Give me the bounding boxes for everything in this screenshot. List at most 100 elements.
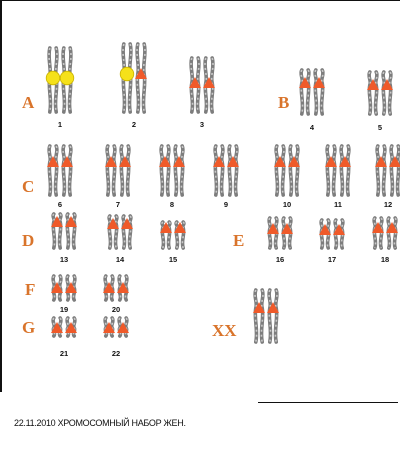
chromosome — [51, 316, 63, 338]
centromere-marker — [160, 222, 172, 233]
centromere-satellite — [45, 70, 61, 86]
chromatid-bands — [268, 289, 272, 343]
chromosome — [339, 144, 351, 197]
chromosome — [65, 212, 77, 250]
chromosome — [203, 56, 215, 114]
chromosome — [367, 70, 379, 116]
chromosome-number: 7 — [116, 200, 120, 209]
chromosome-number: 11 — [334, 200, 342, 209]
chromosome — [61, 144, 73, 197]
chromosome-number: 22 — [112, 349, 120, 358]
centromere-marker — [253, 302, 265, 313]
centromere-marker — [313, 77, 325, 88]
chromatid — [174, 220, 180, 250]
centromere-marker — [174, 222, 186, 233]
centromere-marker — [65, 322, 77, 333]
chromosome-number: 14 — [116, 255, 125, 264]
centromere-marker — [381, 79, 393, 90]
group-letter-f: F — [25, 280, 35, 299]
centromere-marker — [121, 218, 133, 229]
group-letter-d: D — [22, 231, 34, 250]
centromere-marker — [274, 156, 286, 167]
chromosome — [121, 214, 133, 250]
centromere-marker — [325, 156, 337, 167]
chromatid-bands — [104, 275, 108, 301]
chromosome — [389, 144, 400, 197]
chromosome — [65, 274, 77, 302]
chromosome — [160, 220, 172, 250]
centromere-marker — [47, 156, 59, 167]
centromere-marker — [51, 282, 63, 293]
centromere-marker — [281, 223, 293, 234]
centromere-marker — [105, 156, 117, 167]
centromere-marker — [213, 156, 225, 167]
chromatid-bands — [260, 289, 264, 343]
centromere-marker — [103, 322, 115, 333]
top-border — [0, 0, 400, 1]
chromosome — [174, 220, 186, 250]
chromatid — [166, 220, 172, 250]
centromere-marker — [372, 222, 384, 233]
chromosome-number: 13 — [60, 255, 68, 264]
centromere-marker — [339, 156, 351, 167]
chromosome — [45, 46, 61, 114]
group-letter-e: E — [233, 231, 244, 250]
chromatid-bands — [110, 275, 114, 301]
chromosome-number: 18 — [381, 255, 389, 264]
chromosome — [59, 46, 75, 114]
centromere-marker — [103, 282, 115, 293]
centromere-marker — [51, 216, 63, 227]
chromosome-number: 15 — [169, 255, 177, 264]
chromosome-number: 9 — [224, 200, 228, 209]
centromere-marker — [389, 156, 400, 167]
chromosome — [117, 274, 129, 302]
group-letter-xx: XX — [212, 321, 237, 340]
chromosome — [281, 216, 293, 250]
chromosome — [313, 68, 325, 116]
chromosome-number: 21 — [60, 349, 68, 358]
centromere-marker — [367, 79, 379, 90]
chromosome — [105, 144, 117, 197]
chromosome — [333, 218, 345, 250]
chromosome-number: 5 — [378, 123, 382, 132]
chromosome — [274, 144, 286, 197]
chromosome — [288, 144, 300, 197]
chromosome — [103, 316, 115, 338]
chromosome — [51, 212, 63, 250]
chromatid-bands — [52, 275, 56, 301]
chromatid-bands — [274, 289, 278, 343]
chromosome — [213, 144, 225, 197]
centromere-marker — [117, 282, 129, 293]
chromatid-bands — [128, 215, 132, 249]
centromere-marker — [117, 322, 129, 333]
chromatid-bands — [52, 213, 56, 249]
centromere-marker — [203, 77, 215, 88]
group-letter-b: B — [278, 93, 289, 112]
chromatid-bands — [254, 289, 258, 343]
centromere-marker — [189, 77, 201, 88]
chromatid-bands — [72, 213, 76, 249]
centromere-marker — [51, 322, 63, 333]
group-letter-c: C — [22, 177, 34, 196]
chromosome-number: 4 — [310, 123, 315, 132]
chromosome — [119, 42, 135, 114]
centromere-marker — [375, 156, 387, 167]
centromere-marker — [299, 77, 311, 88]
chromatid-bands — [58, 275, 62, 301]
chromosome — [299, 68, 311, 116]
chromosome — [253, 288, 265, 344]
chromatid — [180, 220, 186, 250]
chromatid-bands — [122, 215, 126, 249]
chromosome — [375, 144, 387, 197]
chromosome-number: 16 — [276, 255, 284, 264]
chromatid — [160, 220, 166, 250]
centromere-marker — [65, 216, 77, 227]
chromosome — [117, 316, 129, 338]
chromosome-number: 20 — [112, 305, 120, 314]
chromatid-bands — [72, 275, 76, 301]
centromere-marker — [267, 302, 279, 313]
chromosome-number: 19 — [60, 305, 68, 314]
chromosome — [189, 56, 201, 114]
chromosome-number: 10 — [283, 200, 291, 209]
